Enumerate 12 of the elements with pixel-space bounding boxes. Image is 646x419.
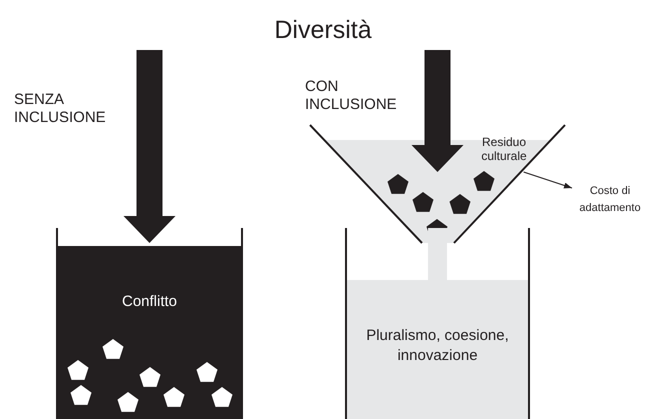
dark-container: [56, 228, 243, 419]
leader-line: [523, 172, 572, 188]
block-arrow: [412, 50, 464, 172]
side-label: CON INCLUSIONE: [305, 78, 398, 114]
light-container: [345, 228, 530, 419]
annotation-label: Costo di adattamento: [578, 184, 642, 216]
side-label: SENZA INCLUSIONE: [14, 91, 107, 127]
funnel-label: Residuo culturale: [480, 135, 528, 163]
block-arrow: [124, 50, 176, 243]
container-label: Pluralismo, coesione, innovazione: [365, 326, 510, 366]
title: Diversità: [273, 16, 373, 45]
container-label: Conflitto: [120, 293, 178, 311]
